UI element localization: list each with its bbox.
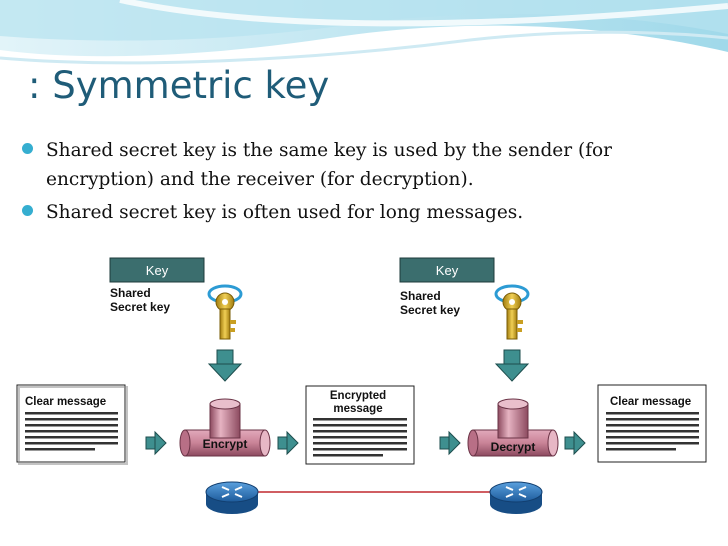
key-box [399,257,495,283]
bullet-dot-icon [22,205,33,216]
bullet-list: Shared secret key is the same key is use… [14,136,714,231]
down-arrow-icon [494,349,530,382]
key-box-label: Key [146,263,169,278]
key-icon [207,284,243,340]
slide-title: : Symmetric key [28,64,330,107]
key-box [109,257,205,283]
key-caption-line2: Secret key [400,303,460,317]
key-group-receiver: Key Shared Secret key [399,257,530,382]
key-caption-line2: Secret key [110,300,170,314]
down-arrow-icon [207,349,243,382]
right-arrow-icon [145,430,167,456]
bullet-dot-icon [22,143,33,154]
encrypted-message-document: Encrypted message [305,385,415,465]
key-caption-line1: Shared [400,289,441,303]
key-caption-line1: Shared [110,286,151,300]
router-icon [205,481,259,514]
router-icon [489,481,543,514]
key-icon [494,284,530,340]
encrypted-message-line2: message [333,403,382,415]
decrypt-label: Decrypt [491,440,536,454]
decrypt-cylinder: Decrypt [467,398,559,457]
bullet-item: Shared secret key is the same key is use… [14,136,714,194]
clear-message-document-receiver: Clear message [597,384,707,463]
bullet-text: Shared secret key is the same key is use… [46,140,613,190]
encrypt-label: Encrypt [203,437,248,451]
bullet-item: Shared secret key is often used for long… [14,198,714,227]
clear-message-document-sender: Clear message [16,384,128,465]
right-arrow-icon [564,430,586,456]
key-group-sender: Key Shared Secret key [109,257,243,382]
right-arrow-icon [439,430,461,456]
encrypted-message-line1: Encrypted [330,390,386,402]
bullet-text: Shared secret key is often used for long… [46,202,524,223]
clear-message-label: Clear message [25,396,106,408]
key-box-label: Key [436,263,459,278]
symmetric-key-diagram: Key Shared Secret key Key Shared Secret … [16,257,707,514]
header-wave-decoration [0,0,728,65]
clear-message-label: Clear message [610,396,691,408]
encrypt-cylinder: Encrypt [179,398,271,457]
right-arrow-icon [277,430,299,456]
